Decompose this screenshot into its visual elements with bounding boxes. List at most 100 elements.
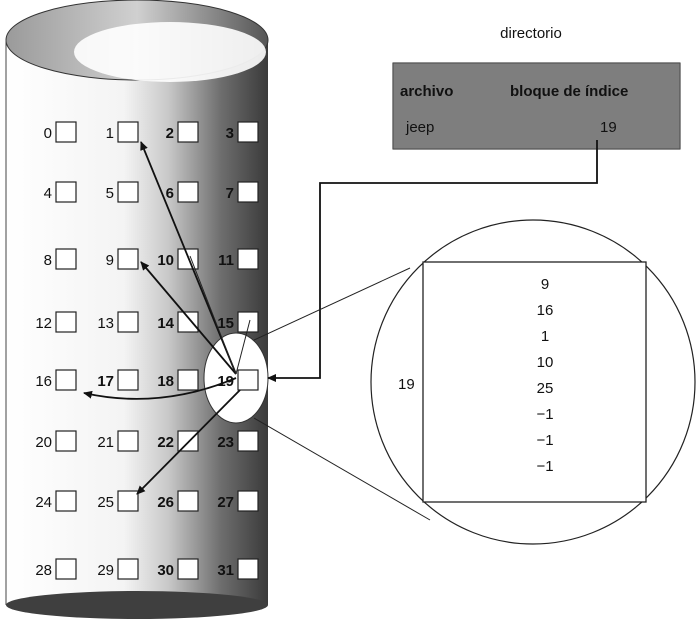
block-7: 7 xyxy=(226,182,258,202)
index-entry: 9 xyxy=(541,276,549,293)
block-number: 23 xyxy=(217,434,234,451)
block-box xyxy=(178,182,198,202)
index-entry: 10 xyxy=(537,354,554,371)
block-24: 24 xyxy=(35,491,76,511)
block-25: 25 xyxy=(97,491,138,511)
directory-col-index-block: bloque de índice xyxy=(510,83,628,100)
block-number: 1 xyxy=(106,125,114,142)
block-number: 31 xyxy=(217,562,234,579)
block-box xyxy=(56,312,76,332)
index-block-table xyxy=(423,262,646,502)
block-box xyxy=(178,122,198,142)
block-29: 29 xyxy=(97,559,138,579)
block-box xyxy=(56,122,76,142)
block-box xyxy=(238,559,258,579)
block-28: 28 xyxy=(35,559,76,579)
block-21: 21 xyxy=(97,431,138,451)
block-box xyxy=(178,559,198,579)
block-number: 16 xyxy=(35,373,52,390)
block-3: 3 xyxy=(226,122,258,142)
block-box xyxy=(56,249,76,269)
disk-top-opening xyxy=(74,22,266,82)
block-number: 2 xyxy=(166,125,174,142)
block-number: 18 xyxy=(157,373,174,390)
block-number: 22 xyxy=(157,434,174,451)
block-box xyxy=(118,122,138,142)
block-box xyxy=(238,431,258,451)
block-number: 7 xyxy=(226,185,234,202)
block-number: 9 xyxy=(106,252,114,269)
index-entry: 1 xyxy=(541,328,549,345)
block-18: 18 xyxy=(157,370,198,390)
block-box xyxy=(238,249,258,269)
block-16: 16 xyxy=(35,370,76,390)
block-number: 12 xyxy=(35,315,52,332)
block-box xyxy=(118,370,138,390)
block-27: 27 xyxy=(217,491,258,511)
block-23: 23 xyxy=(217,431,258,451)
block-17: 17 xyxy=(97,370,138,390)
block-box xyxy=(178,312,198,332)
index-block-label: 19 xyxy=(398,376,415,393)
directory-entry-index-block: 19 xyxy=(600,119,617,136)
block-number: 8 xyxy=(44,252,52,269)
block-number: 0 xyxy=(44,125,52,142)
block-number: 3 xyxy=(226,125,234,142)
block-number: 6 xyxy=(166,185,174,202)
index-entry: 25 xyxy=(537,380,554,397)
block-box xyxy=(56,491,76,511)
block-number: 27 xyxy=(217,494,234,511)
block-number: 26 xyxy=(157,494,174,511)
block-box xyxy=(118,431,138,451)
block-box xyxy=(56,182,76,202)
block-number: 15 xyxy=(217,315,234,332)
block-number: 5 xyxy=(106,185,114,202)
directory: directorio archivo bloque de índice jeep… xyxy=(393,25,680,149)
block-number: 17 xyxy=(97,373,114,390)
block-4: 4 xyxy=(44,182,76,202)
block-30: 30 xyxy=(157,559,198,579)
block-box xyxy=(238,182,258,202)
block-5: 5 xyxy=(106,182,138,202)
block-2: 2 xyxy=(166,122,198,142)
index-entry: −1 xyxy=(536,458,553,475)
block-15: 15 xyxy=(217,312,258,332)
block-box xyxy=(56,370,76,390)
block-1: 1 xyxy=(106,122,138,142)
block-number: 4 xyxy=(44,185,52,202)
block-13: 13 xyxy=(97,312,138,332)
index-entry: −1 xyxy=(536,406,553,423)
block-number: 13 xyxy=(97,315,114,332)
block-31: 31 xyxy=(217,559,258,579)
block-box xyxy=(118,559,138,579)
block-box xyxy=(178,491,198,511)
block-22: 22 xyxy=(157,431,198,451)
block-box xyxy=(118,491,138,511)
block-box xyxy=(178,431,198,451)
disk-cylinder xyxy=(6,0,268,619)
block-0: 0 xyxy=(44,122,76,142)
block-box xyxy=(238,491,258,511)
block-20: 20 xyxy=(35,431,76,451)
block-19: 19 xyxy=(217,370,258,390)
block-number: 10 xyxy=(157,252,174,269)
block-box xyxy=(118,312,138,332)
block-number: 25 xyxy=(97,494,114,511)
block-number: 30 xyxy=(157,562,174,579)
block-box xyxy=(56,431,76,451)
block-number: 24 xyxy=(35,494,52,511)
block-box xyxy=(118,249,138,269)
index-entry: −1 xyxy=(536,432,553,449)
directory-title: directorio xyxy=(500,25,562,42)
block-number: 28 xyxy=(35,562,52,579)
block-box xyxy=(118,182,138,202)
block-number: 21 xyxy=(97,434,114,451)
directory-entry-file: jeep xyxy=(405,119,434,136)
block-number: 20 xyxy=(35,434,52,451)
block-box xyxy=(178,370,198,390)
directory-col-file: archivo xyxy=(400,83,453,100)
block-number: 29 xyxy=(97,562,114,579)
block-26: 26 xyxy=(157,491,198,511)
block-11: 11 xyxy=(218,249,258,269)
